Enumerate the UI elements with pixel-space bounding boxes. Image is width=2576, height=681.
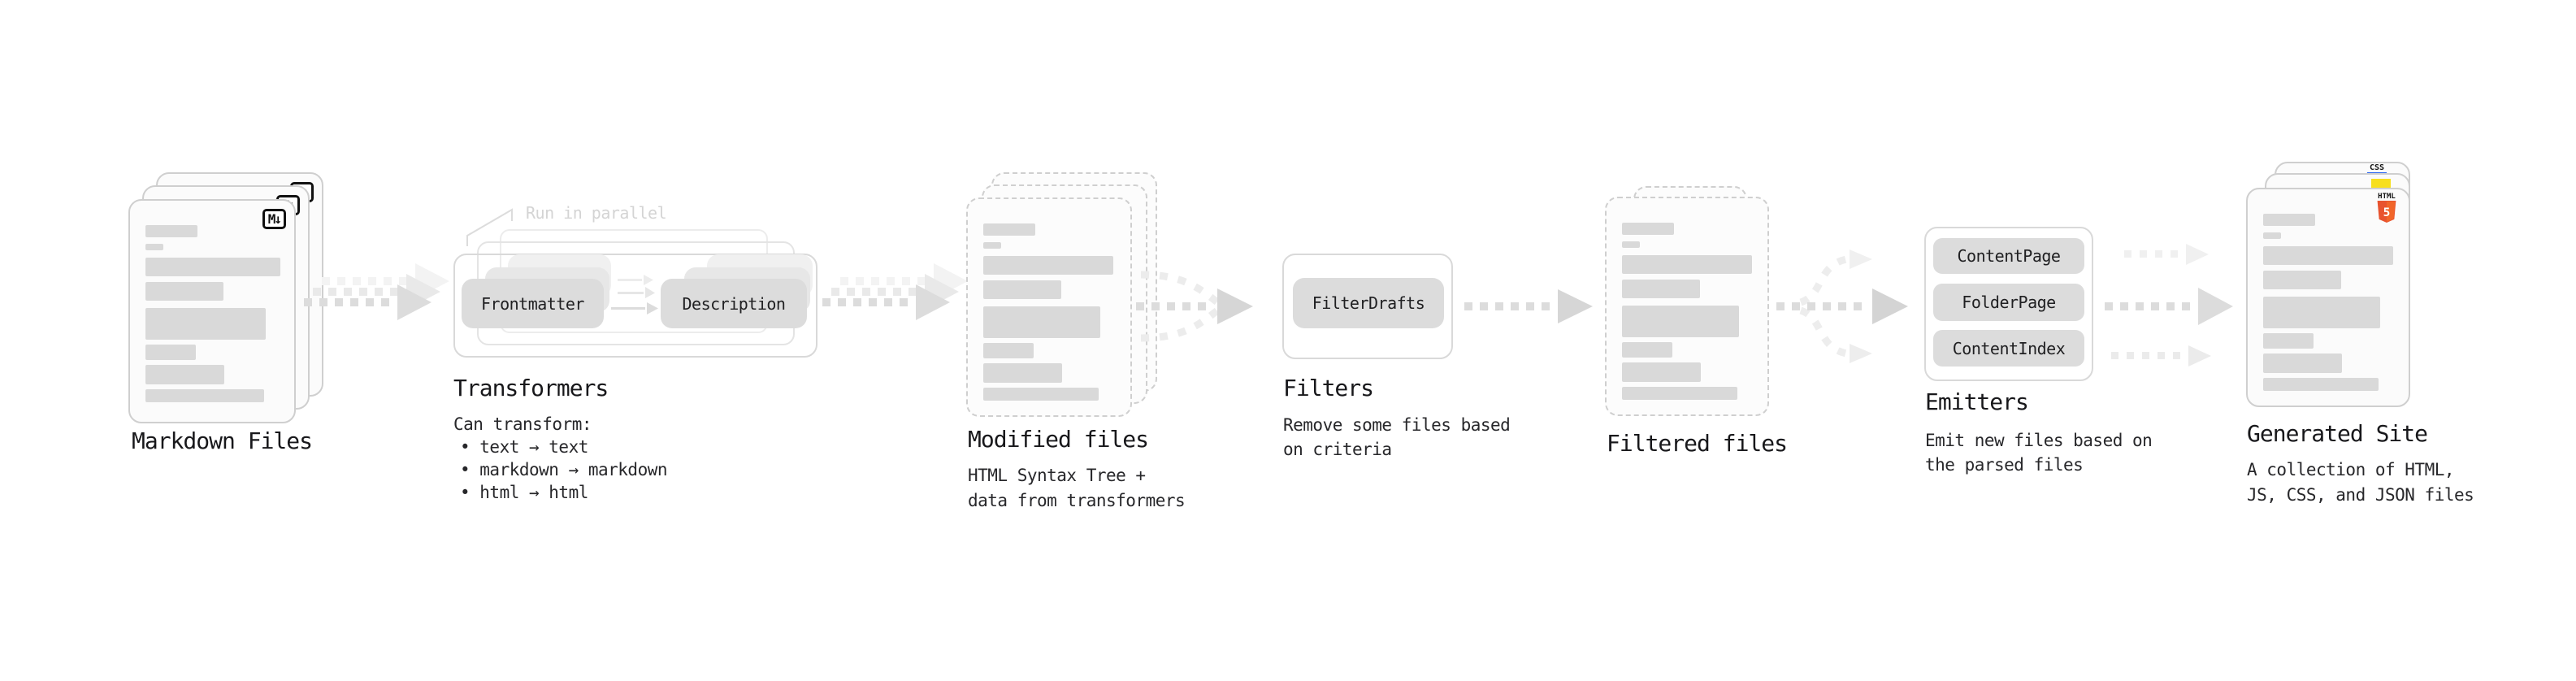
skeleton-bar (983, 223, 1035, 236)
skeleton-bar (2263, 246, 2393, 265)
transformers-description: Can transform: • text → text • markdown … (453, 413, 668, 504)
flow-arrow-modified-to-filters (1136, 271, 1253, 342)
flow-arrow-filters-to-filtered (1464, 289, 1593, 323)
emitter-pill-contentpage: ContentPage (1933, 238, 2084, 274)
css-icon-label: CSS (2369, 163, 2385, 172)
skeleton-bar (145, 345, 196, 360)
skeleton-bar (145, 308, 266, 340)
skeleton-bar (983, 306, 1100, 338)
bullet-item: • markdown → markdown (460, 460, 668, 479)
skeleton-bar (2263, 232, 2281, 239)
skeleton-bar (145, 244, 163, 250)
skeleton-bar (145, 365, 224, 384)
subtitle-line: data from transformers (968, 491, 1186, 510)
transformer-pill-description: Description (661, 279, 807, 328)
skeleton-bar (2263, 378, 2379, 391)
generated-site-subtitle: A collection of HTML, JS, CSS, and JSON … (2247, 458, 2474, 508)
svg-text:5: 5 (2383, 206, 2391, 219)
markdown-file-card-front: M↓ (128, 199, 296, 423)
html5-icon: HTML 5 (2373, 193, 2400, 227)
stage-filters: FilterDrafts Filters Remove some files b… (1282, 254, 1534, 473)
stage-markdown-files: M↓ M↓ M↓ Markdown Files (126, 158, 378, 484)
skeleton-bar (1622, 306, 1739, 337)
subtitle-line: Remove some files based (1283, 415, 1511, 435)
stage-transformers: Run in parallel Frontmatter Description … (453, 203, 835, 512)
skeleton-bar (145, 225, 197, 237)
skeleton-bar (145, 389, 264, 402)
parallel-box-front (453, 254, 817, 358)
emitter-pill-contentindex: ContentIndex (1933, 330, 2084, 367)
desc-heading: Can transform: (453, 414, 592, 434)
run-in-parallel-note: Run in parallel (526, 203, 667, 223)
filters-subtitle: Remove some files based on criteria (1283, 413, 1511, 462)
emitters-box (1924, 227, 2093, 381)
subtitle-line: on criteria (1283, 440, 1392, 459)
generated-file-card-html: HTML 5 (2246, 188, 2410, 407)
emitter-pill-folderpage: FolderPage (1933, 284, 2084, 321)
skeleton-bar (2263, 297, 2380, 328)
skeleton-bar (983, 388, 1099, 401)
stage-title-generated-site: Generated Site (2247, 420, 2428, 447)
skeleton-bar (1622, 280, 1700, 298)
bullet-item: • text → text (460, 437, 588, 457)
skeleton-bar (145, 282, 223, 301)
stage-title-transformers: Transformers (453, 375, 609, 401)
skeleton-bar (983, 280, 1061, 299)
skeleton-bar (2263, 271, 2341, 289)
emitters-subtitle: Emit new files based on the parsed files (1925, 428, 2153, 477)
stage-title-filtered-files: Filtered files (1607, 430, 1788, 457)
stage-filtered-files: Filtered files (1605, 158, 1857, 516)
parallel-mini-arrows (611, 275, 658, 314)
skeleton-bar (983, 242, 1001, 249)
stage-emitters: ContentPage FolderPage ContentIndex Emit… (1924, 227, 2184, 495)
filtered-file-card-front (1605, 197, 1769, 416)
subtitle-line: A collection of HTML, (2247, 460, 2455, 479)
flow-arrow-transformers-to-modified (822, 263, 968, 320)
skeleton-bar (145, 258, 280, 276)
stage-modified-files: Modified files HTML Syntax Tree + data f… (966, 158, 1218, 516)
transformer-pill-frontmatter: Frontmatter (462, 279, 604, 328)
html5-icon-shield: 5 (2377, 201, 2396, 223)
skeleton-bar (1622, 362, 1701, 382)
subtitle-line: the parsed files (1925, 455, 2084, 475)
bullet-item: • html → html (460, 483, 588, 502)
filters-box (1282, 254, 1453, 359)
subtitle-line: HTML Syntax Tree + (968, 466, 1146, 485)
flow-arrow-markdown-to-transformers (304, 263, 449, 320)
skeleton-bar (1622, 255, 1752, 274)
subtitle-line: Emit new files based on (1925, 431, 2153, 450)
markdown-icon: M↓ (262, 209, 286, 229)
skeleton-bar (2263, 354, 2342, 373)
skeleton-bar (2263, 214, 2315, 226)
flow-arrow-emitters-to-generated (2105, 244, 2233, 367)
modified-file-card-front (966, 197, 1132, 417)
subtitle-line: JS, CSS, and JSON files (2247, 485, 2474, 505)
skeleton-bar (1622, 342, 1672, 358)
stage-title-emitters: Emitters (1925, 388, 2029, 415)
skeleton-bar (983, 256, 1113, 275)
html5-icon-word: HTML (2378, 193, 2396, 201)
skeleton-bar (1622, 387, 1737, 400)
skeleton-bar (983, 363, 1062, 383)
stage-title-markdown-files: Markdown Files (132, 427, 313, 454)
skeleton-bar (983, 343, 1034, 358)
modified-files-subtitle: HTML Syntax Tree + data from transformer… (968, 463, 1186, 514)
filter-pill-filterdrafts: FilterDrafts (1293, 278, 1444, 328)
skeleton-bar (1622, 241, 1640, 248)
skeleton-bar (2263, 333, 2314, 349)
stage-generated-site: CSS HTML 5 (2246, 158, 2522, 516)
flow-arrow-filtered-to-emitters (1776, 249, 1908, 363)
note-callout-line (466, 208, 513, 246)
stage-title-filters: Filters (1283, 375, 1374, 401)
skeleton-bar (1622, 223, 1674, 235)
stage-title-modified-files: Modified files (968, 426, 1149, 453)
